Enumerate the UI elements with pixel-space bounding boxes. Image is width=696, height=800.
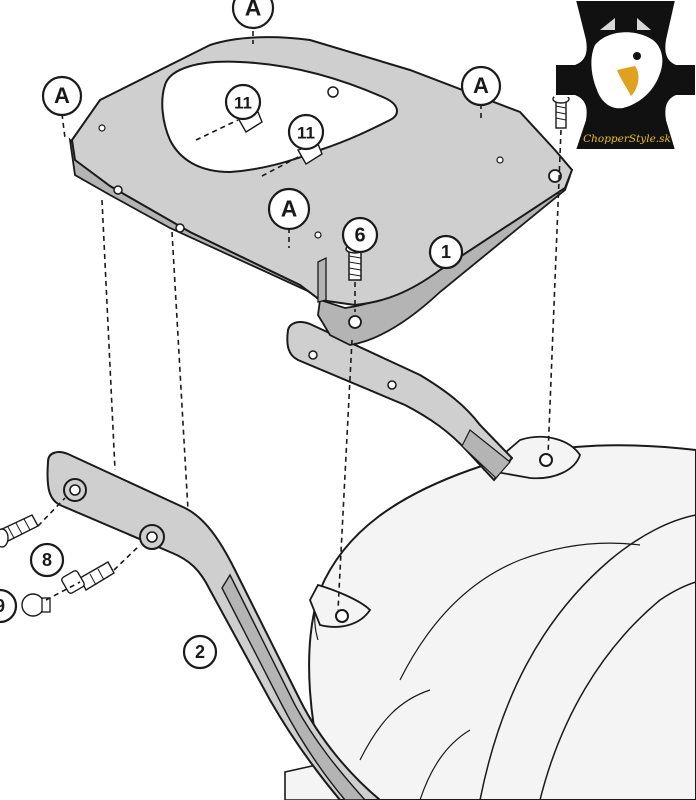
callout-circle xyxy=(29,542,65,578)
callout-A-center: A xyxy=(267,187,311,231)
callout-circle xyxy=(428,234,464,270)
callout-label: A xyxy=(473,73,489,98)
callout-A-right: A xyxy=(460,65,502,107)
callout-A-left: A xyxy=(41,75,83,117)
bracket-arm-right xyxy=(286,321,514,482)
screw-left-long xyxy=(0,514,39,548)
callout-1: 1 xyxy=(428,234,464,270)
callout-8: 8 xyxy=(29,542,65,578)
callout-label: A xyxy=(281,196,298,222)
cap-nut-9 xyxy=(21,593,51,617)
callout-labels: A A A A 11 11 6 1 8 9 2 xyxy=(0,0,502,670)
callout-circle xyxy=(224,83,262,121)
callout-9-partial: 9 xyxy=(0,588,18,624)
callout-A-top: A xyxy=(231,0,275,30)
callout-label: A xyxy=(54,83,70,108)
callout-circle xyxy=(41,75,83,117)
screw-right-rear xyxy=(552,94,570,129)
callout-circle xyxy=(0,588,18,624)
logo-text: ChopperStyle.sk xyxy=(583,133,671,145)
callout-label: 8 xyxy=(42,550,52,570)
callout-11-lower: 11 xyxy=(287,113,325,151)
screw-8 xyxy=(61,561,115,594)
callout-circle xyxy=(287,113,325,151)
callout-label: 2 xyxy=(195,642,205,662)
callout-11-upper: 11 xyxy=(224,83,262,121)
callout-circle xyxy=(341,216,379,254)
callout-label: 11 xyxy=(297,123,315,142)
chopperstyle-logo: ChopperStyle.sk xyxy=(554,0,696,151)
callout-label: 9 xyxy=(0,596,5,616)
callout-label: 6 xyxy=(354,224,365,246)
callout-6: 6 xyxy=(341,216,379,254)
callout-label: A xyxy=(245,0,262,21)
callout-label: 11 xyxy=(234,93,252,112)
callout-circle xyxy=(460,65,502,107)
callout-circle xyxy=(231,0,275,30)
callout-circle xyxy=(182,634,218,670)
callout-2: 2 xyxy=(182,634,218,670)
callout-label: 1 xyxy=(441,242,451,262)
callout-circle xyxy=(267,187,311,231)
vehicle-rear-body xyxy=(284,436,696,800)
